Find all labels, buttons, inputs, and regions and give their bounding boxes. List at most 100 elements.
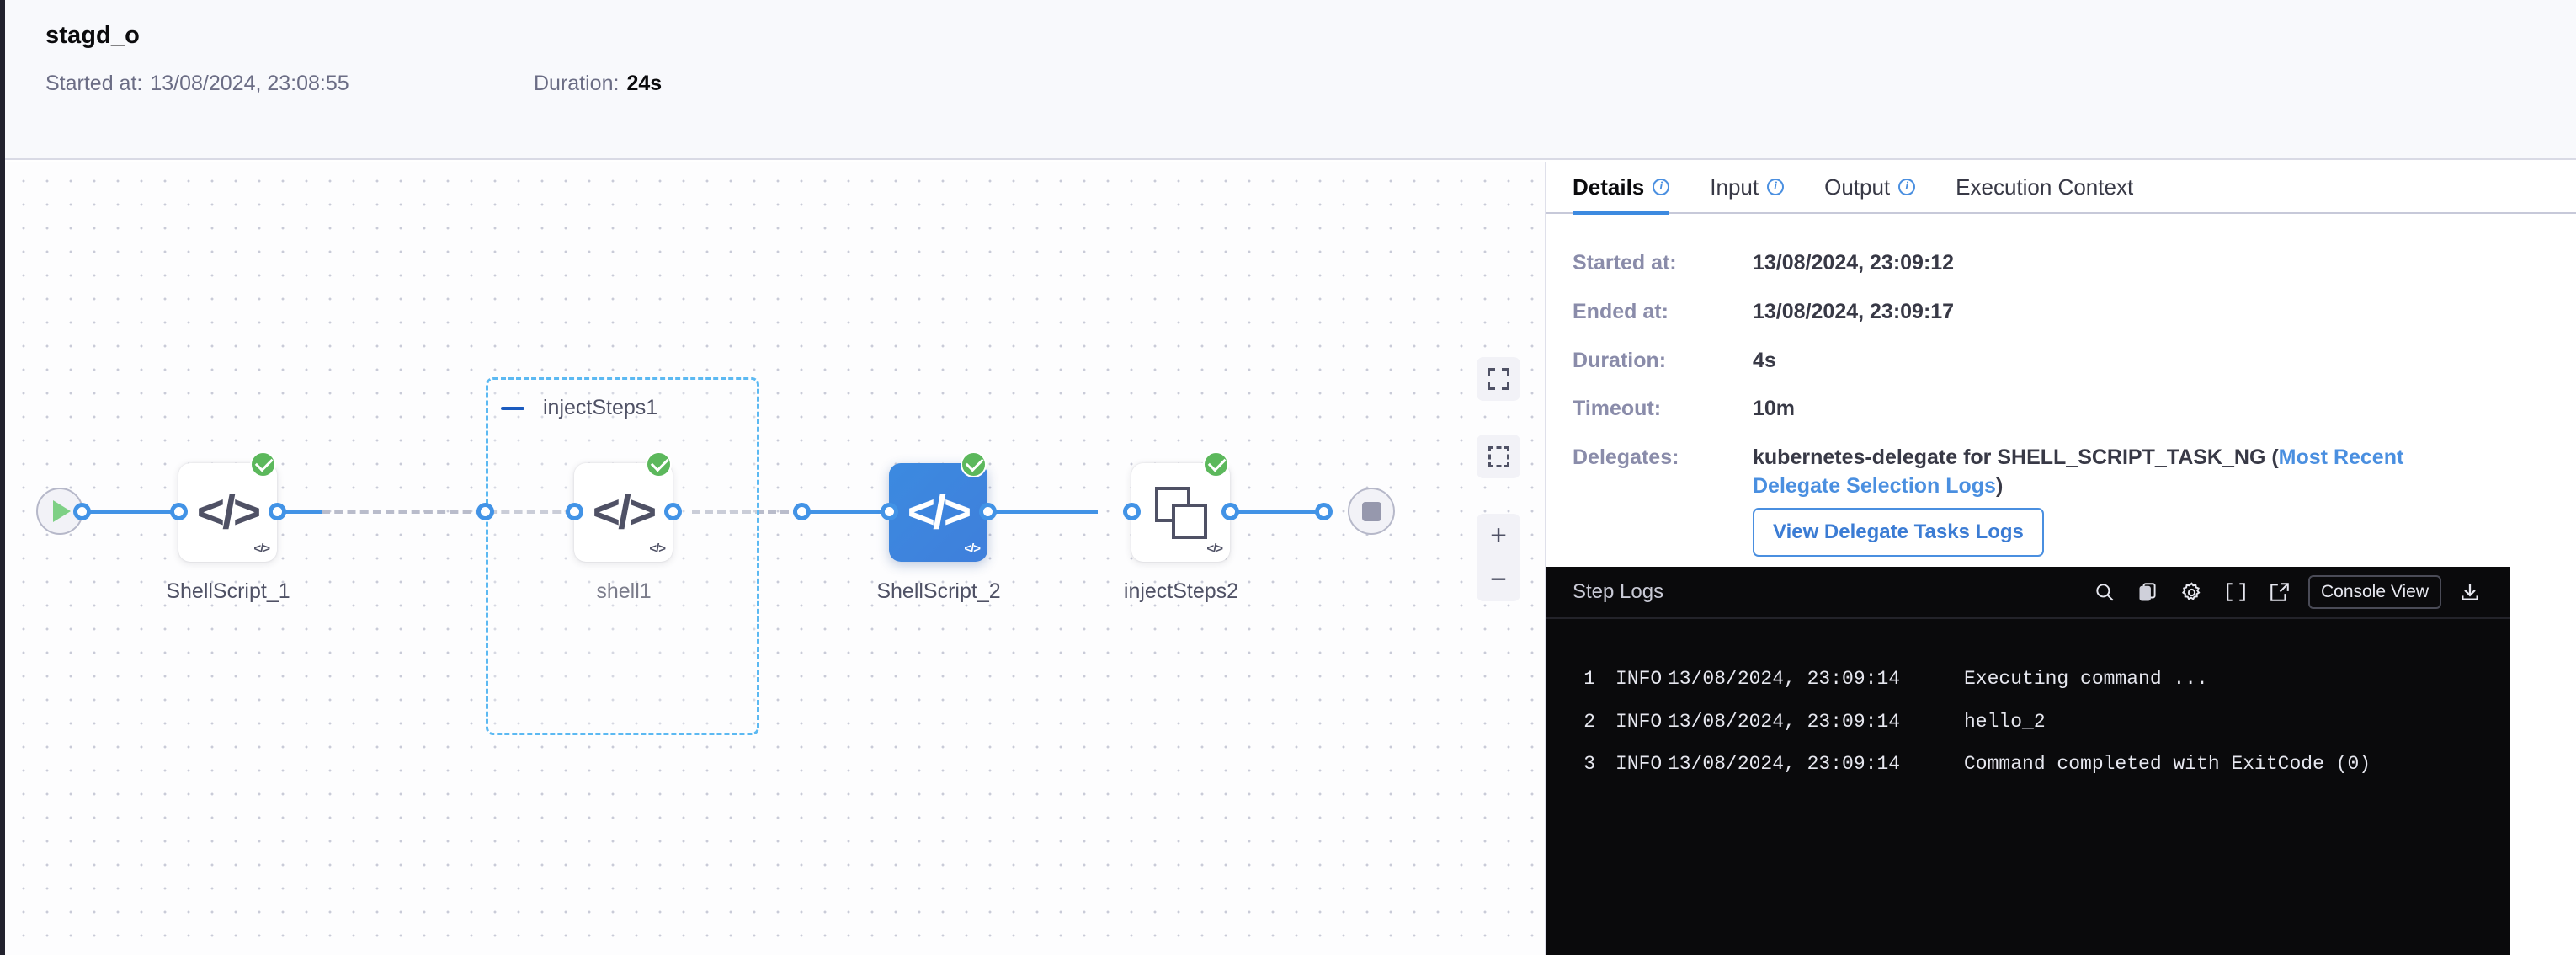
- zoom-controls[interactable]: + −: [1477, 514, 1520, 601]
- download-icon[interactable]: [2448, 573, 2492, 611]
- node-shell1-in-port[interactable]: [566, 503, 583, 520]
- connector-group-to-shellscript2: [801, 510, 889, 514]
- tab-label: Output: [1824, 173, 1891, 200]
- search-icon[interactable]: [2083, 573, 2126, 611]
- execution-header: stagd_o Started at: 13/08/2024, 23:08:55…: [5, 0, 2576, 160]
- info-icon[interactable]: i: [1767, 179, 1785, 195]
- detail-label: Started at:: [1573, 251, 1677, 275]
- copy-icon[interactable]: [2126, 573, 2170, 611]
- node-label: shell1: [596, 579, 652, 603]
- node-shellscript2[interactable]: </> </>: [889, 463, 987, 562]
- expand-icon[interactable]: [2214, 573, 2258, 611]
- log-timestamp: 13/08/2024, 23:09:14: [1668, 753, 1901, 776]
- node-shellscript1[interactable]: </> </>: [178, 463, 277, 562]
- view-delegate-tasks-logs-button[interactable]: View Delegate Tasks Logs: [1753, 507, 2044, 557]
- duration-value: 24s: [626, 72, 663, 95]
- started-at-value: 13/08/2024, 23:08:55: [150, 72, 349, 95]
- status-badge: [1203, 451, 1229, 478]
- dashed-square-icon: [1488, 445, 1509, 467]
- tab-output[interactable]: Output i: [1824, 161, 1916, 213]
- end-node[interactable]: [1348, 488, 1395, 535]
- detail-row-ended-at: Ended at: 13/08/2024, 23:09:17: [1573, 298, 2576, 327]
- connector-dashed-into-shell1: [322, 510, 599, 514]
- step-group-header[interactable]: injectSteps1: [501, 396, 657, 420]
- node-shellscript2-in-port[interactable]: [881, 503, 898, 520]
- zoom-in-button[interactable]: +: [1490, 520, 1507, 552]
- selection-box-button[interactable]: [1477, 435, 1520, 478]
- duration-label: Duration:: [534, 72, 620, 95]
- log-line-number: 2: [1583, 710, 1595, 733]
- step-detail-panel: Details i Input i Output i Execution Con…: [1545, 162, 2576, 955]
- log-level: INFO: [1615, 710, 1663, 733]
- node-label: ShellScript_1: [166, 579, 290, 603]
- detail-value: 4s: [1753, 348, 1776, 372]
- tab-details[interactable]: Details i: [1573, 161, 1670, 215]
- fit-to-screen-button[interactable]: [1477, 357, 1520, 401]
- tab-execution-context[interactable]: Execution Context: [1956, 161, 2133, 213]
- step-logs-toolbar: Step Logs: [1546, 567, 2510, 619]
- log-line: 3 INFO 13/08/2024, 23:09:14 Command comp…: [1546, 743, 2510, 786]
- end-node-port[interactable]: [1315, 503, 1333, 520]
- minus-icon[interactable]: [501, 406, 524, 410]
- node-shellscript1-in-port[interactable]: [170, 503, 188, 520]
- started-at-meta: Started at: 13/08/2024, 23:08:55: [45, 72, 534, 96]
- delegate-text-close: ): [1995, 473, 2004, 498]
- detail-label: Delegates:: [1573, 445, 1679, 469]
- connector-injectsteps2-to-end: [1172, 510, 1323, 514]
- node-shell1[interactable]: </> </>: [574, 463, 673, 562]
- node-injectsteps2-out-port[interactable]: [1221, 503, 1239, 520]
- group-out-port[interactable]: [793, 503, 811, 520]
- start-node-port[interactable]: [73, 503, 91, 520]
- detail-value: 13/08/2024, 23:09:12: [1753, 251, 1955, 275]
- delegate-selection-logs-link[interactable]: Most Recent Delegate Selection Logs: [1753, 445, 2404, 498]
- code-icon: </>: [196, 485, 261, 539]
- log-message: hello_2: [1964, 710, 2046, 733]
- detail-row-timeout: Timeout: 10m: [1573, 395, 2576, 424]
- group-in-port[interactable]: [476, 503, 494, 520]
- delegates-value: kubernetes-delegate for SHELL_SCRIPT_TAS…: [1753, 444, 2494, 557]
- gear-icon[interactable]: [2170, 573, 2214, 611]
- detail-row-started-at: Started at: 13/08/2024, 23:09:12: [1573, 249, 2576, 278]
- page-title: stagd_o: [45, 22, 140, 49]
- detail-label: Timeout:: [1573, 397, 1662, 421]
- status-badge: [961, 451, 987, 478]
- status-badge: [646, 451, 672, 478]
- detail-row-duration: Duration: 4s: [1573, 347, 2576, 376]
- detail-value: 10m: [1753, 397, 1796, 421]
- log-level: INFO: [1615, 753, 1663, 776]
- node-injectsteps2[interactable]: </>: [1131, 463, 1230, 562]
- log-timestamp: 13/08/2024, 23:09:14: [1668, 668, 1901, 690]
- log-line-number: 3: [1583, 753, 1595, 776]
- tab-label: Details: [1573, 173, 1645, 200]
- external-link-icon[interactable]: [2258, 573, 2302, 611]
- node-shell1-out-port[interactable]: [664, 503, 682, 520]
- detail-label: Ended at:: [1573, 299, 1669, 323]
- details-list: Started at: 13/08/2024, 23:09:12 Ended a…: [1546, 214, 2576, 557]
- code-icon: </>: [907, 485, 971, 539]
- node-injectsteps2-in-port[interactable]: [1123, 503, 1141, 520]
- node-shellscript2-out-port[interactable]: [979, 503, 997, 520]
- delegate-text: kubernetes-delegate for SHELL_SCRIPT_TAS…: [1753, 445, 2279, 469]
- log-lines[interactable]: 1 INFO 13/08/2024, 23:09:14 Executing co…: [1546, 619, 2510, 786]
- main-content: injectSteps1 </> </> ShellScript_: [5, 162, 2576, 955]
- code-badge-icon: </>: [649, 542, 666, 556]
- zoom-out-button[interactable]: −: [1490, 563, 1507, 595]
- detail-row-delegates: Delegates: kubernetes-delegate for SHELL…: [1573, 444, 2576, 557]
- log-message: Executing command ...: [1964, 668, 2208, 690]
- info-icon[interactable]: i: [1653, 179, 1670, 195]
- pipeline-canvas[interactable]: injectSteps1 </> </> ShellScript_: [5, 162, 1545, 955]
- node-shellscript1-out-port[interactable]: [269, 503, 286, 520]
- detail-value: 13/08/2024, 23:09:17: [1753, 299, 1955, 323]
- info-icon[interactable]: i: [1898, 179, 1916, 195]
- detail-tabs: Details i Input i Output i Execution Con…: [1546, 161, 2576, 215]
- tab-input[interactable]: Input i: [1710, 161, 1785, 213]
- connector-shellscript2-to-injectsteps2: [941, 510, 1098, 514]
- connector-start-to-shellscript1: [82, 510, 187, 514]
- log-timestamp: 13/08/2024, 23:09:14: [1668, 710, 1901, 733]
- connector-dashed-out-of-shell1: [692, 510, 801, 514]
- console-view-button[interactable]: Console View: [2307, 575, 2441, 609]
- play-icon: [53, 500, 71, 522]
- execution-meta: Started at: 13/08/2024, 23:08:55 Duratio…: [45, 72, 2576, 96]
- code-badge-icon: </>: [1206, 542, 1223, 556]
